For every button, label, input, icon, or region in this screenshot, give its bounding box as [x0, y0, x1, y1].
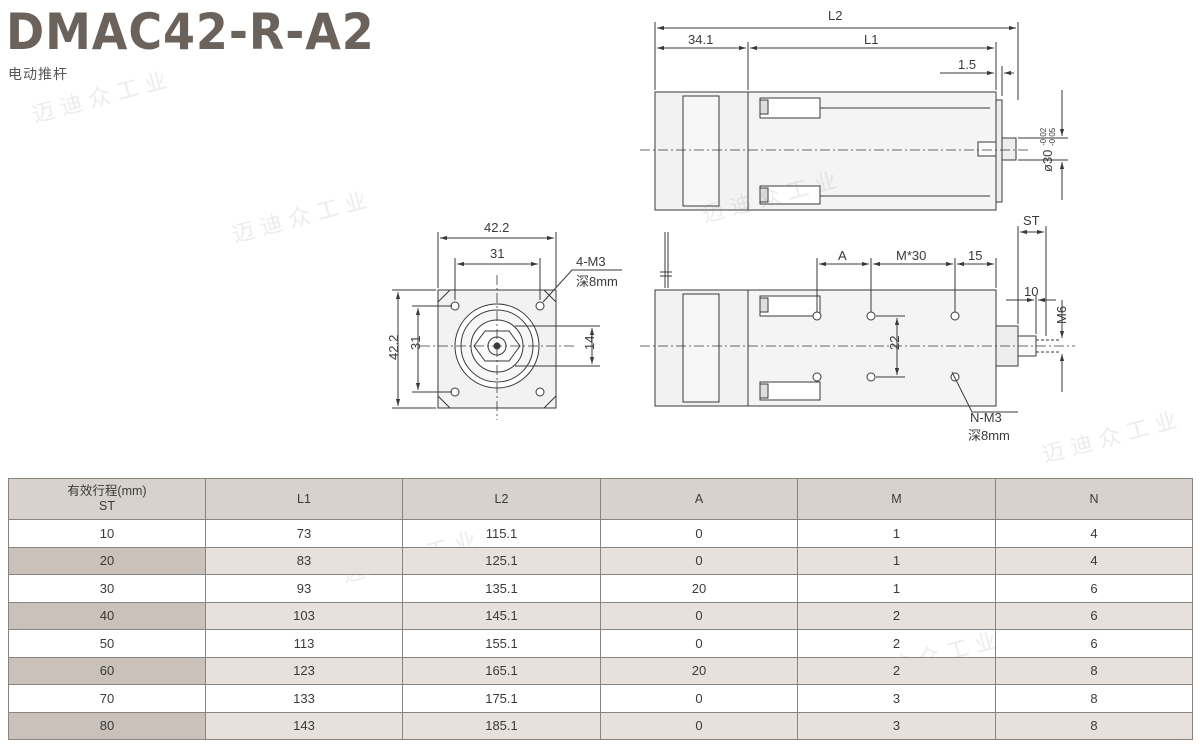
cell-l1: 113: [205, 629, 403, 658]
cell-m: 2: [797, 656, 996, 685]
dim-top-tol-upper: -0.02: [1039, 127, 1048, 146]
cell-l2: 155.1: [402, 629, 601, 658]
side-view: [640, 226, 1075, 413]
cell-n: 6: [995, 574, 1193, 603]
dim-side-A: A: [838, 248, 847, 263]
cell-st: 50: [8, 629, 206, 658]
header-m: M: [797, 478, 996, 520]
cell-st: 60: [8, 656, 206, 685]
cell-l1: 93: [205, 574, 403, 603]
cell-l2: 145.1: [402, 601, 601, 630]
cell-l1: 143: [205, 711, 403, 740]
dim-top-tol-lower: -0.05: [1048, 127, 1057, 146]
header-st-label: 有效行程(mm) ST: [67, 484, 147, 513]
dim-front-shaft: 14: [582, 336, 597, 350]
cell-a: 20: [600, 656, 798, 685]
cell-a: 0: [600, 684, 798, 713]
cell-l2: 185.1: [402, 711, 601, 740]
cell-st: 10: [8, 519, 206, 548]
cell-m: 2: [797, 629, 996, 658]
dim-side-thread: M6: [1054, 306, 1069, 324]
cell-m: 1: [797, 546, 996, 575]
product-title: DMAC42-R-A2: [6, 3, 375, 61]
top-view: [640, 22, 1068, 211]
dim-front-height-inner: 31: [408, 336, 423, 350]
table-row: 30 93 135.1 20 1 6: [8, 574, 1193, 603]
dim-front-width-outer: 42.2: [484, 220, 509, 235]
table-header-row: 有效行程(mm) ST L1 L2 A M N: [8, 478, 1193, 520]
cell-l1: 103: [205, 601, 403, 630]
front-view: [392, 232, 622, 420]
dim-side-tip: 10: [1024, 284, 1038, 299]
cell-m: 1: [797, 574, 996, 603]
cell-m: 1: [797, 519, 996, 548]
cell-l1: 133: [205, 684, 403, 713]
cell-n: 8: [995, 656, 1193, 685]
dim-side-hole-depth: 深8mm: [968, 428, 1010, 443]
dim-side-M30: M*30: [896, 248, 926, 263]
cell-st: 30: [8, 574, 206, 603]
cell-a: 20: [600, 574, 798, 603]
cell-m: 2: [797, 601, 996, 630]
cell-n: 4: [995, 546, 1193, 575]
cell-st: 70: [8, 684, 206, 713]
cell-n: 8: [995, 684, 1193, 713]
header-l1: L1: [205, 478, 403, 520]
cell-l2: 125.1: [402, 546, 601, 575]
dim-front-height-outer: 42.2: [386, 335, 401, 360]
cell-m: 3: [797, 684, 996, 713]
cell-a: 0: [600, 711, 798, 740]
dim-front-width-inner: 31: [490, 246, 504, 261]
table-row: 70 133 175.1 0 3 8: [8, 684, 1193, 713]
dim-top-motor: 34.1: [688, 32, 713, 47]
dim-front-hole-spec: 4-M3: [576, 254, 606, 269]
cell-l2: 165.1: [402, 656, 601, 685]
cell-l2: 175.1: [402, 684, 601, 713]
cell-n: 4: [995, 519, 1193, 548]
cell-l1: 83: [205, 546, 403, 575]
cell-a: 0: [600, 546, 798, 575]
dim-side-end: 15: [968, 248, 982, 263]
dim-side-spacing: 22: [887, 336, 902, 350]
cell-l1: 123: [205, 656, 403, 685]
dim-top-L1: L1: [864, 32, 878, 47]
table-row: 10 73 115.1 0 1 4: [8, 519, 1193, 548]
dim-side-ST: ST: [1023, 213, 1040, 228]
cell-l2: 135.1: [402, 574, 601, 603]
table-row: 20 83 125.1 0 1 4: [8, 546, 1193, 575]
cell-st: 80: [8, 711, 206, 740]
cell-a: 0: [600, 629, 798, 658]
cell-m: 3: [797, 711, 996, 740]
table-row: 50 113 155.1 0 2 6: [8, 629, 1193, 658]
dim-top-flange: 1.5: [958, 57, 976, 72]
cell-st: 40: [8, 601, 206, 630]
table-row: 80 143 185.1 0 3 8: [8, 711, 1193, 740]
table-row: 40 103 145.1 0 2 6: [8, 601, 1193, 630]
front-mount-holes: [450, 301, 545, 397]
dim-top-L2: L2: [828, 8, 842, 23]
cell-n: 6: [995, 629, 1193, 658]
cell-l1: 73: [205, 519, 403, 548]
spec-table: 有效行程(mm) ST L1 L2 A M N 10 73 115.1 0 1 …: [8, 478, 1193, 740]
product-subtitle: 电动推杆: [8, 66, 68, 82]
cell-l2: 115.1: [402, 519, 601, 548]
table-row: 60 123 165.1 20 2 8: [8, 656, 1193, 685]
header-st: 有效行程(mm) ST: [8, 478, 206, 520]
header-n: N: [995, 478, 1193, 520]
cell-n: 8: [995, 711, 1193, 740]
cell-a: 0: [600, 601, 798, 630]
dim-front-hole-depth: 深8mm: [576, 274, 618, 289]
cell-st: 20: [8, 546, 206, 575]
technical-drawing: 42.2 31 42.2 31 14 4-M3 深8mm L2 34.1 L1 …: [386, 8, 1075, 443]
header-a: A: [600, 478, 798, 520]
header-l2: L2: [402, 478, 601, 520]
dim-top-shaft-dia: ø30: [1040, 150, 1055, 172]
dim-side-hole-spec: N-M3: [970, 410, 1002, 425]
cell-a: 0: [600, 519, 798, 548]
cell-n: 6: [995, 601, 1193, 630]
